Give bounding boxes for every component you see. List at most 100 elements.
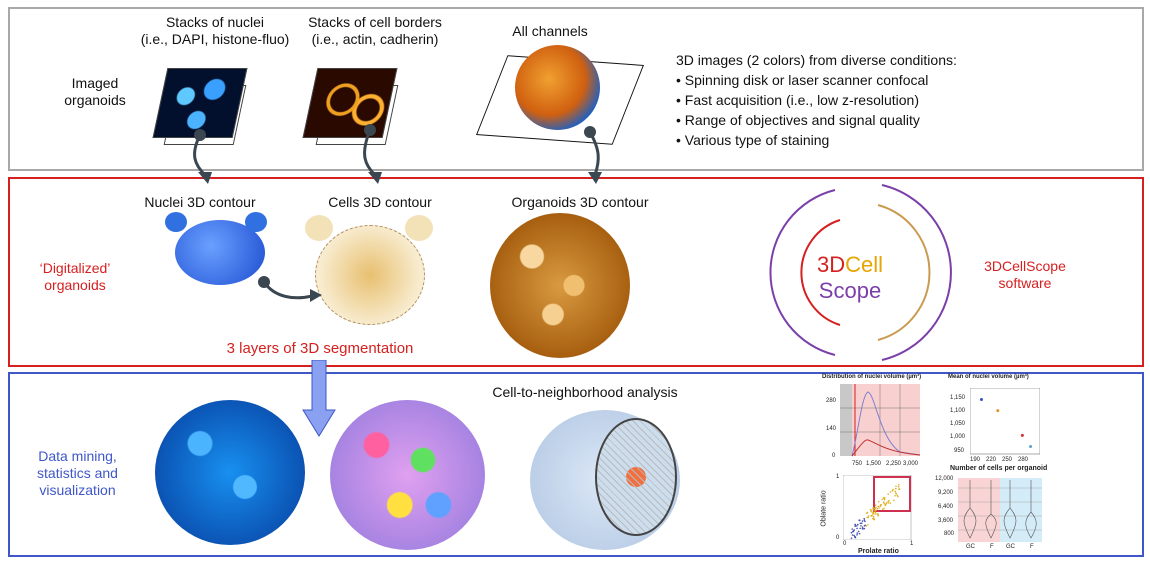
scatter-point bbox=[898, 488, 900, 490]
segmentation-note: 3 layers of 3D segmentation bbox=[226, 340, 414, 357]
hist-y-tick: 140 bbox=[826, 426, 837, 432]
scatter-point bbox=[878, 507, 880, 509]
scatter-point bbox=[854, 535, 856, 538]
scatter-point bbox=[895, 485, 897, 488]
nuclei-volume-histogram bbox=[840, 384, 920, 457]
scatter-point bbox=[850, 537, 853, 539]
scatter-point bbox=[864, 520, 866, 523]
scatter-point bbox=[893, 499, 895, 502]
scatter-point bbox=[874, 511, 877, 514]
scatter-point bbox=[872, 515, 875, 518]
scatter-point bbox=[873, 518, 876, 521]
nuclei-contour-title: Nuclei 3D contour bbox=[144, 194, 256, 210]
scatter-point bbox=[857, 530, 860, 533]
mean-volume-chart bbox=[970, 388, 1040, 455]
mean-x-tick: 250 bbox=[1002, 457, 1013, 463]
logo-scope: Scope bbox=[818, 278, 882, 303]
cells-contour-title: Cells 3D contour bbox=[328, 194, 432, 210]
software-label: 3DCellScope software bbox=[984, 258, 1066, 291]
scatter-point bbox=[851, 528, 854, 530]
scatter-xlabel: Prolate ratio bbox=[858, 548, 899, 555]
scatter-x-tick: 0 bbox=[843, 541, 847, 547]
data-mining-panel bbox=[8, 372, 1144, 557]
scatter-y-tick: 0 bbox=[836, 535, 840, 541]
neighborhood-ellipsoid bbox=[595, 418, 677, 536]
scatter-point bbox=[896, 494, 899, 497]
scatter-point bbox=[861, 520, 864, 522]
scatter-point bbox=[856, 532, 859, 534]
scatter-point bbox=[876, 507, 879, 510]
violin-y-tick: 6,400 bbox=[938, 504, 954, 510]
scatter-point bbox=[874, 510, 876, 512]
cells-segmentation-render bbox=[330, 400, 485, 550]
scatter-point bbox=[851, 530, 854, 533]
scatter-point bbox=[874, 507, 877, 510]
hist-x-tick: 750 bbox=[852, 461, 863, 467]
mean-y-tick: 1,000 bbox=[950, 434, 966, 440]
violin-x-tick: GC bbox=[966, 544, 975, 550]
mean-point bbox=[996, 409, 1000, 413]
violin-y-tick: 3,600 bbox=[938, 518, 954, 524]
description-text: 3D images (2 colors) from diverse condit… bbox=[676, 52, 957, 68]
scatter-point bbox=[863, 524, 866, 527]
violin-chart bbox=[958, 478, 1042, 542]
scatter-point bbox=[858, 519, 861, 521]
scatter-point bbox=[887, 500, 890, 502]
scatter-point bbox=[860, 522, 863, 524]
scatter-point bbox=[889, 502, 892, 504]
scatter-point bbox=[877, 505, 880, 508]
violin-y-tick: 800 bbox=[944, 531, 955, 537]
mean-y-tick: 950 bbox=[954, 448, 965, 454]
mean-point bbox=[1029, 444, 1033, 448]
borders-stack-title: Stacks of cell borders (i.e., actin, cad… bbox=[308, 14, 442, 47]
scatter-point bbox=[866, 511, 869, 514]
mean-x-tick: 280 bbox=[1018, 457, 1029, 463]
digitalized-organoids-label: ‘Digitalized’ organoids bbox=[39, 260, 111, 293]
scatter-point bbox=[860, 524, 862, 527]
scatter-ylabel: Oblate ratio bbox=[820, 490, 828, 527]
nuclei-stack-title: Stacks of nuclei (i.e., DAPI, histone-fl… bbox=[140, 14, 290, 47]
nuclei-to-cells-arrow bbox=[258, 276, 322, 302]
logo-cell: Cell bbox=[845, 252, 884, 277]
scatter-point bbox=[882, 501, 885, 503]
organoids-contour-title: Organoids 3D contour bbox=[511, 194, 649, 210]
hist-x-tick: 3,000 bbox=[903, 461, 919, 467]
scatter-point bbox=[872, 511, 874, 513]
scatter-point bbox=[856, 534, 858, 536]
bullet-item: • Spinning disk or laser scanner confoca… bbox=[676, 72, 929, 88]
scatter-point bbox=[870, 515, 872, 517]
hist-x-tick: 1,500 bbox=[866, 461, 882, 467]
neighborhood-title: Cell-to-neighborhood analysis bbox=[492, 384, 678, 400]
violin-x-tick: F bbox=[990, 544, 994, 550]
scatter-point bbox=[850, 531, 853, 534]
scatter-point bbox=[872, 509, 875, 511]
scatter-point bbox=[884, 497, 886, 499]
violin-x-tick: F bbox=[1030, 544, 1034, 550]
mean-x-tick: 190 bbox=[970, 457, 981, 463]
organoid-mesh bbox=[490, 213, 630, 358]
violin-y-tick: 12,000 bbox=[935, 476, 954, 482]
scatter-point bbox=[865, 525, 868, 527]
scatter-point bbox=[859, 527, 861, 530]
scatter-point bbox=[875, 513, 877, 515]
scatter-y-tick: 1 bbox=[836, 474, 840, 480]
scatter-x-tick: 1 bbox=[910, 541, 914, 547]
hist-x-tick: 2,250 bbox=[886, 461, 902, 467]
scatter-point bbox=[861, 527, 864, 530]
scatter-point bbox=[857, 523, 859, 526]
scatter-point bbox=[867, 524, 869, 526]
scatter-point bbox=[880, 503, 882, 506]
scatter-point bbox=[887, 493, 889, 495]
scatter-point bbox=[870, 510, 873, 513]
logo-3d: 3D bbox=[816, 252, 846, 277]
scatter-point bbox=[877, 500, 880, 503]
bullet-list: • Spinning disk or laser scanner confoca… bbox=[676, 70, 928, 150]
bullet-item: • Range of objectives and signal quality bbox=[676, 112, 920, 128]
mean-title: Mean of nuclei volume (µm³) bbox=[948, 374, 1029, 380]
scatter-point bbox=[887, 502, 890, 504]
hist-title: Distribution of nuclei volume (µm³) bbox=[822, 374, 922, 380]
scatter-point bbox=[869, 508, 872, 511]
scatter-point bbox=[884, 504, 887, 507]
mean-y-tick: 1,100 bbox=[950, 408, 966, 414]
digitalized-organoids-panel bbox=[8, 177, 1144, 367]
